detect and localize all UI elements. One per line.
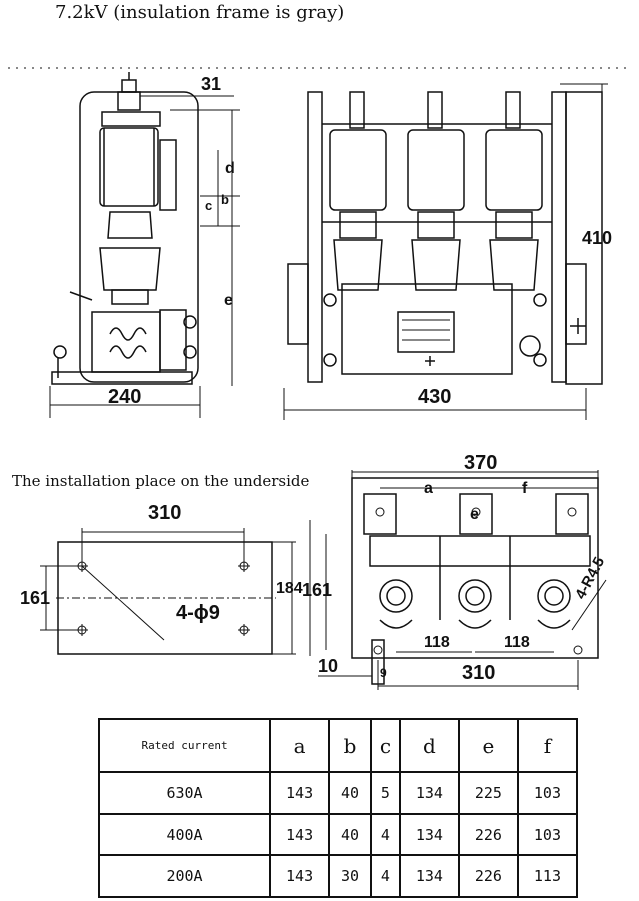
table-cell: 103 <box>516 812 579 857</box>
table-cell: 113 <box>516 854 579 898</box>
table-cell: 40 <box>328 771 372 815</box>
table-header-row: Rated current a b c d e f <box>97 717 579 774</box>
dim-310-bottom-label: 310 <box>462 662 496 684</box>
table-cell: 143 <box>269 771 331 815</box>
table-cell: 134 <box>398 812 460 857</box>
table-header-cell: c <box>369 717 401 774</box>
pole-3 <box>485 91 543 291</box>
hole-spec-label: 4-ϕ9 <box>176 602 220 624</box>
dim-c-label: c <box>205 198 213 213</box>
table-cell: 40 <box>328 812 372 857</box>
table-cell: 4 <box>369 854 401 898</box>
dim-e-bottom-label: e <box>470 506 479 523</box>
table-header-cell: Rated current <box>97 717 272 774</box>
table-cell: 143 <box>269 812 331 857</box>
dim-a-label: a <box>424 480 433 497</box>
rated-current-table: Rated current a b c d e f 630A 143 40 5 … <box>97 717 579 898</box>
dim-370-label: 370 <box>464 452 498 474</box>
dim-161-install-label: 161 <box>20 588 51 608</box>
header-title: 7.2kV (insulation frame is gray) <box>55 2 345 23</box>
dim-410-label: 410 <box>582 228 613 248</box>
table-header-cell: d <box>398 717 460 774</box>
table-cell: 630A <box>97 771 272 815</box>
table-cell: 30 <box>328 854 372 898</box>
dim-118-left-label: 118 <box>424 634 450 651</box>
table-header-cell: e <box>457 717 519 774</box>
dim-b-label: b <box>221 192 229 207</box>
table-cell: 226 <box>457 812 519 857</box>
table-cell: 134 <box>398 771 460 815</box>
dim-184-label: 184 <box>276 580 303 597</box>
side-view-drawing <box>283 83 608 420</box>
front-view-drawing <box>49 72 240 418</box>
table-cell: 400A <box>97 812 272 857</box>
table-cell: 200A <box>97 854 272 898</box>
table-cell: 103 <box>516 771 579 815</box>
table-row: 400A 143 40 4 134 226 103 <box>97 812 579 857</box>
table-header-cell: a <box>269 717 331 774</box>
table-cell: 5 <box>369 771 401 815</box>
dim-310-install-label: 310 <box>148 502 182 524</box>
table-cell: 225 <box>457 771 519 815</box>
table-row: 630A 143 40 5 134 225 103 <box>97 771 579 815</box>
table-cell: 4 <box>369 812 401 857</box>
installation-drawing <box>40 528 296 655</box>
table-cell: 134 <box>398 854 460 898</box>
dim-430-label: 430 <box>418 386 452 408</box>
dim-31-label: 31 <box>201 74 222 94</box>
dim-161-bottom-label: 161 <box>302 580 333 600</box>
dim-10-label: 10 <box>318 656 339 676</box>
dim-e-label: e <box>224 292 233 309</box>
table-cell: 143 <box>269 854 331 898</box>
dim-d-label: d <box>225 160 235 177</box>
table-cell: 226 <box>457 854 519 898</box>
pole-2 <box>407 91 465 291</box>
table-header-cell: b <box>328 717 372 774</box>
dim-118-right-label: 118 <box>504 634 530 651</box>
pole-1 <box>329 91 387 291</box>
dim-240-label: 240 <box>108 386 142 408</box>
bottom-view-drawing <box>309 470 607 690</box>
installation-title: The installation place on the underside <box>12 472 310 490</box>
dim-9-label: 9 <box>380 666 387 680</box>
dim-f-label: f <box>522 480 528 497</box>
table-header-cell: f <box>516 717 579 774</box>
table-row: 200A 143 30 4 134 226 113 <box>97 854 579 898</box>
